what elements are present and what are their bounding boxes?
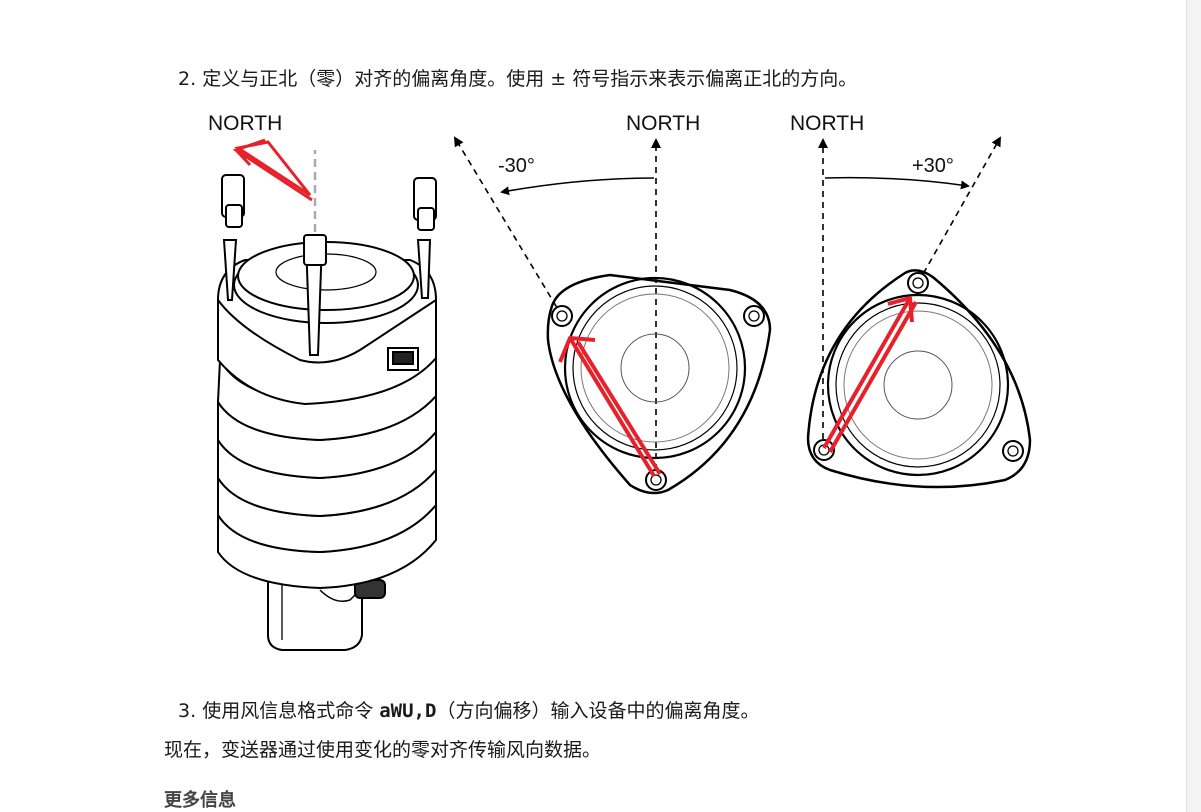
left-offset-line [453,136,563,317]
more-info-heading: 更多信息 [164,790,236,811]
sensor-red-arrow-head [234,140,312,197]
step-3-text-after: （方向偏移）输入设备中的偏离角度。 [436,700,760,722]
sensor-illustration [216,174,437,651]
left-north-label: NORTH [626,112,700,135]
left-housing-outline [546,273,772,495]
left-angle-label: -30° [498,155,535,177]
right-top-view: NORTH +30° [790,112,1032,489]
right-north-label: NORTH [790,112,864,135]
step-2-text: 定义与正北（零）对齐的偏离角度。使用 ± 符号指示来表示偏离正北的方向。 [202,68,858,90]
right-side-panel [1187,0,1201,812]
left-outer-ring [563,276,747,460]
left-angle-arc [500,177,655,196]
left-red-arrow [558,336,656,478]
right-offset-line [917,136,1001,284]
step-3-number: 3. [178,700,197,722]
right-angle-label: +30° [912,155,954,177]
left-top-view: NORTH -30° [453,112,772,495]
step-3-text-before: 使用风信息格式命令 [202,700,380,722]
command-code: aWU,D [379,700,437,722]
result-paragraph: 现在，变送器通过使用变化的零对齐传输风向数据。 [164,739,602,761]
sensor-north-label: NORTH [208,112,282,135]
step-3: 3. 使用风信息格式命令 aWU,D（方向偏移）输入设备中的偏离角度。 [178,698,759,724]
step-2: 2. 定义与正北（零）对齐的偏离角度。使用 ± 符号指示来表示偏离正北的方向。 [178,66,857,92]
right-angle-arc [824,176,970,190]
right-housing-outline [806,269,1032,489]
right-outer-ring [826,293,1010,477]
step-2-number: 2. [178,68,197,90]
